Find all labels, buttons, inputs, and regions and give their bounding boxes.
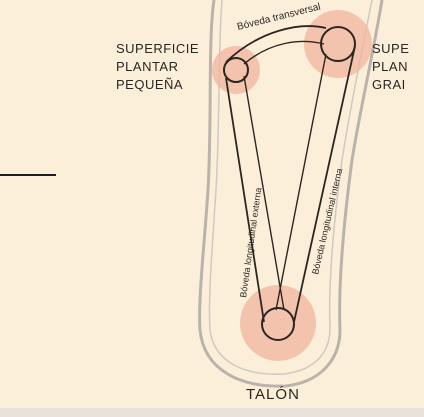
large-surface-label: SUPE PLAN GRAI xyxy=(372,40,409,94)
small-surface-label: SUPERFICIE PLANTAR PEQUEÑA xyxy=(116,40,199,94)
small-surface-line-2: PLANTAR xyxy=(116,58,199,76)
left-divider xyxy=(0,174,56,176)
large-surface-line-2: PLAN xyxy=(372,58,409,76)
small-surface-line-1: SUPERFICIE xyxy=(116,40,199,58)
small-surface-line-3: PEQUEÑA xyxy=(116,76,199,94)
internal-arch-line-outer xyxy=(294,46,355,322)
large-surface-highlight xyxy=(304,10,372,78)
large-surface-line-1: SUPE xyxy=(372,40,409,58)
external-arch-label: Bóveda longitudinal externa xyxy=(238,187,263,298)
heel-label: TALÓN xyxy=(246,386,300,404)
bottom-bar xyxy=(0,408,424,417)
large-surface-line-3: GRAI xyxy=(372,76,409,94)
